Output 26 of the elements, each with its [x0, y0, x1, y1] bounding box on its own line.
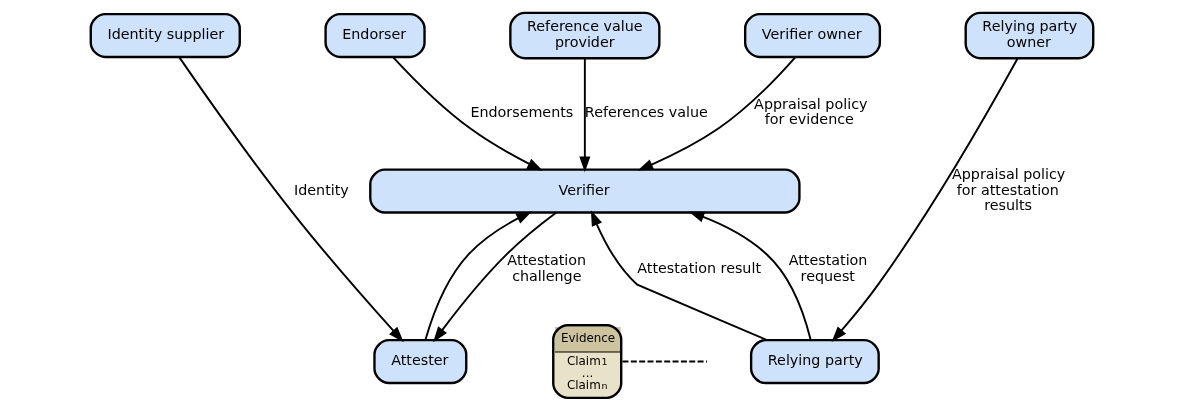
- arrow: [688, 211, 812, 341]
- edge-label: Appraisal policy for evidence: [753, 95, 867, 128]
- edge-label: Attestation challenge: [506, 252, 586, 284]
- node-box: Endorser: [323, 12, 426, 59]
- edge-label: Appraisal policy for attestation results: [951, 166, 1065, 214]
- arrow: [177, 56, 404, 343]
- arrow: [432, 211, 557, 343]
- node-box: Relying party: [749, 338, 880, 385]
- arrow: [590, 210, 768, 342]
- arrow: [636, 56, 796, 171]
- node-box: Verifier: [368, 168, 801, 214]
- edge-label: References value: [584, 103, 708, 120]
- node-box: Attester: [372, 338, 467, 385]
- edge-label: Endorsements: [469, 103, 573, 120]
- edge-label: Attestation request: [788, 252, 867, 284]
- node-box: Verifier owner: [743, 12, 881, 59]
- node-box: Reference value provider: [508, 11, 661, 60]
- connector: [621, 360, 708, 363]
- edge-label: Attestation result: [636, 259, 761, 276]
- arrow: [423, 211, 532, 341]
- arrow: [578, 57, 590, 173]
- node-box: Relying party owner: [964, 11, 1094, 60]
- arrow: [831, 57, 1019, 342]
- edge-label: Identity: [293, 181, 349, 198]
- arrow: [391, 56, 543, 171]
- node-box: Identity supplier: [89, 12, 241, 59]
